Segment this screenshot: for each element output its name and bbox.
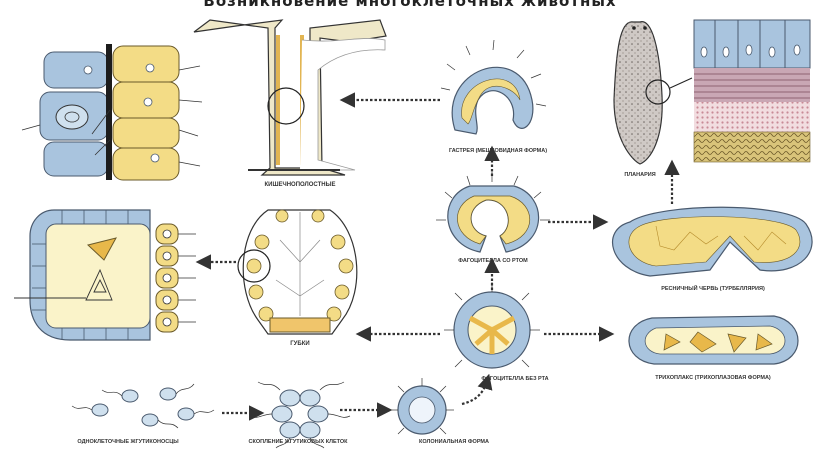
trichoplax-form — [629, 316, 798, 364]
label-colony: Скопление жгутиковых клеток — [249, 439, 349, 445]
label-colonial: Колониальная форма — [419, 439, 489, 445]
phagocitella-full-form — [444, 282, 540, 368]
colonial-form — [390, 378, 454, 434]
hydra-figure — [194, 20, 386, 175]
label-phagocitella-open: Фагоцителла со ртом — [458, 258, 528, 264]
sponge-figure — [238, 210, 357, 334]
cnidocyte-cell — [56, 105, 88, 129]
sponge-tissue-detail — [14, 210, 196, 340]
label-sponge: Губки — [290, 341, 309, 347]
diagram-title: Возникновение многоклеточных животных — [150, 0, 670, 10]
planaria-tissue-detail — [694, 20, 810, 162]
mesoglea-layer — [106, 44, 112, 180]
endoderm-cells — [113, 46, 179, 180]
label-unicellular: Одноклеточные жгутиконосцы — [77, 439, 179, 445]
label-hydra: Кишечнополостные — [265, 182, 336, 188]
hydra-tissue-detail — [22, 44, 202, 180]
label-phagocitella-full: Фагоцителла без рта — [481, 376, 548, 382]
phagocitella-open-form — [436, 172, 550, 252]
label-gastrea: Гастрея (мешковидная форма) — [449, 148, 547, 154]
label-flatworm: Ресничный червь (турбеллярия) — [661, 284, 765, 292]
flatworm-form — [613, 207, 813, 276]
label-planaria: Планария — [624, 172, 655, 178]
flagellate-colony — [272, 390, 328, 438]
gastrea-form — [441, 40, 546, 134]
label-trichoplax: Трихоплакс (трихоплазовая форма) — [655, 375, 771, 381]
unicellular-flagellates — [92, 388, 194, 426]
planaria-figure — [614, 22, 692, 164]
